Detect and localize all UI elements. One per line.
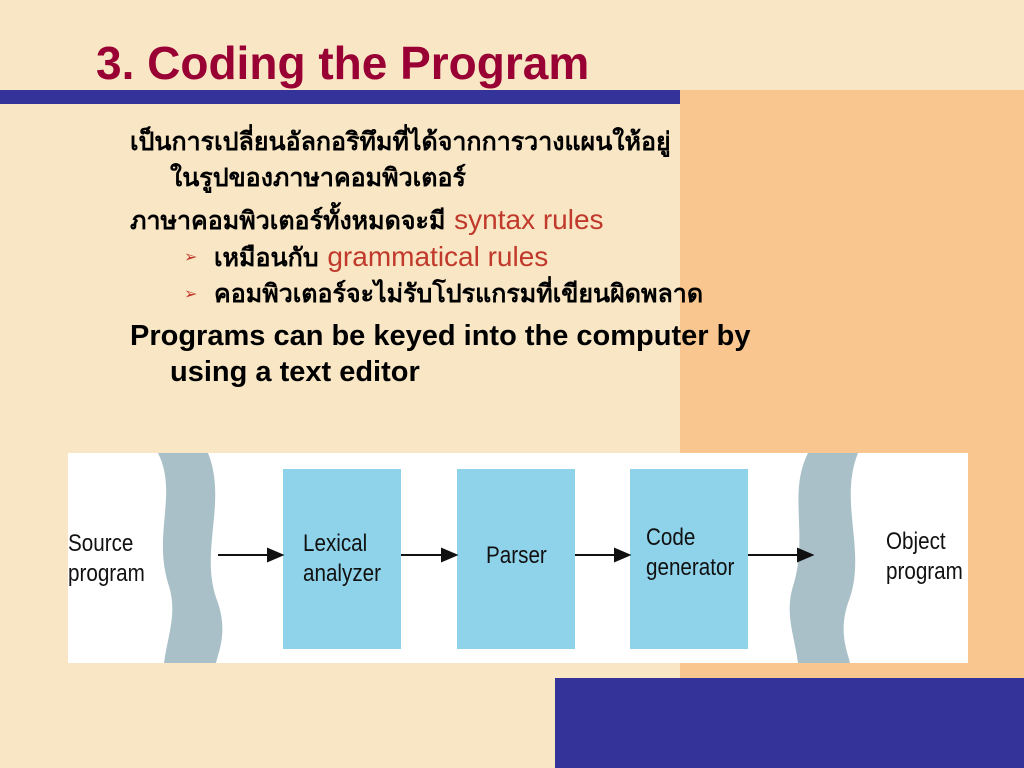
bullet-list: เป็นการเปลี่ยนอัลกอริทึมที่ได้จากการวางแ… xyxy=(130,124,950,390)
arrow-bullet-icon: ➢ xyxy=(184,284,198,303)
source-program-label: Source program xyxy=(68,530,145,587)
slide-title: 3. Coding the Program xyxy=(96,37,590,89)
compiler-diagram-graphics xyxy=(158,453,858,663)
parser-box xyxy=(457,469,575,649)
object-wave-band xyxy=(789,453,858,663)
sub-bullet-1-text: เหมือนกับ xyxy=(214,243,319,272)
title-underline-bar xyxy=(0,90,680,104)
bullet-1-line-2: ในรูปของภาษาคอมพิวเตอร์ xyxy=(170,163,466,192)
sub-bullet-2-text: คอมพิวเตอร์จะไม่รับโปรแกรมที่เขียนผิดพลา… xyxy=(214,279,704,308)
arrow-bullet-icon: ➢ xyxy=(184,247,198,266)
bullet-2-text: ภาษาคอมพิวเตอร์ทั้งหมดจะมี xyxy=(130,206,446,235)
bullet-1-line-1: เป็นการเปลี่ยนอัลกอริทึมที่ได้จากการวางแ… xyxy=(130,127,671,156)
sub-bullet-2: ➢ คอมพิวเตอร์จะไม่รับโปรแกรมที่เขียนผิดพ… xyxy=(130,276,950,312)
blue-corner-block xyxy=(555,678,1024,768)
lexical-analyzer-label: Lexical analyzer xyxy=(303,530,382,587)
sub-bullet-1-highlight: grammatical rules xyxy=(327,241,549,272)
code-generator-box xyxy=(630,469,748,649)
sub-bullet-1: ➢ เหมือนกับ grammatical rules xyxy=(130,239,950,276)
bullet-3-line-1: Programs can be keyed into the computer … xyxy=(130,320,751,352)
code-generator-label: Code generator xyxy=(646,524,735,581)
compiler-diagram: Source program Lexical analyzer Parser C… xyxy=(68,453,968,663)
bullet-1: เป็นการเปลี่ยนอัลกอริทึมที่ได้จากการวางแ… xyxy=(130,124,950,160)
object-program-label: Object program xyxy=(886,528,963,585)
bullet-2-highlight: syntax rules xyxy=(454,204,604,235)
bullet-1-continuation: ในรูปของภาษาคอมพิวเตอร์ xyxy=(130,160,950,196)
parser-label: Parser xyxy=(486,542,547,569)
bullet-2: ภาษาคอมพิวเตอร์ทั้งหมดจะมี syntax rules xyxy=(130,202,950,239)
source-wave-band xyxy=(158,453,223,663)
lexical-analyzer-box xyxy=(283,469,401,649)
bullet-3-line-2: using a text editor xyxy=(170,356,420,388)
